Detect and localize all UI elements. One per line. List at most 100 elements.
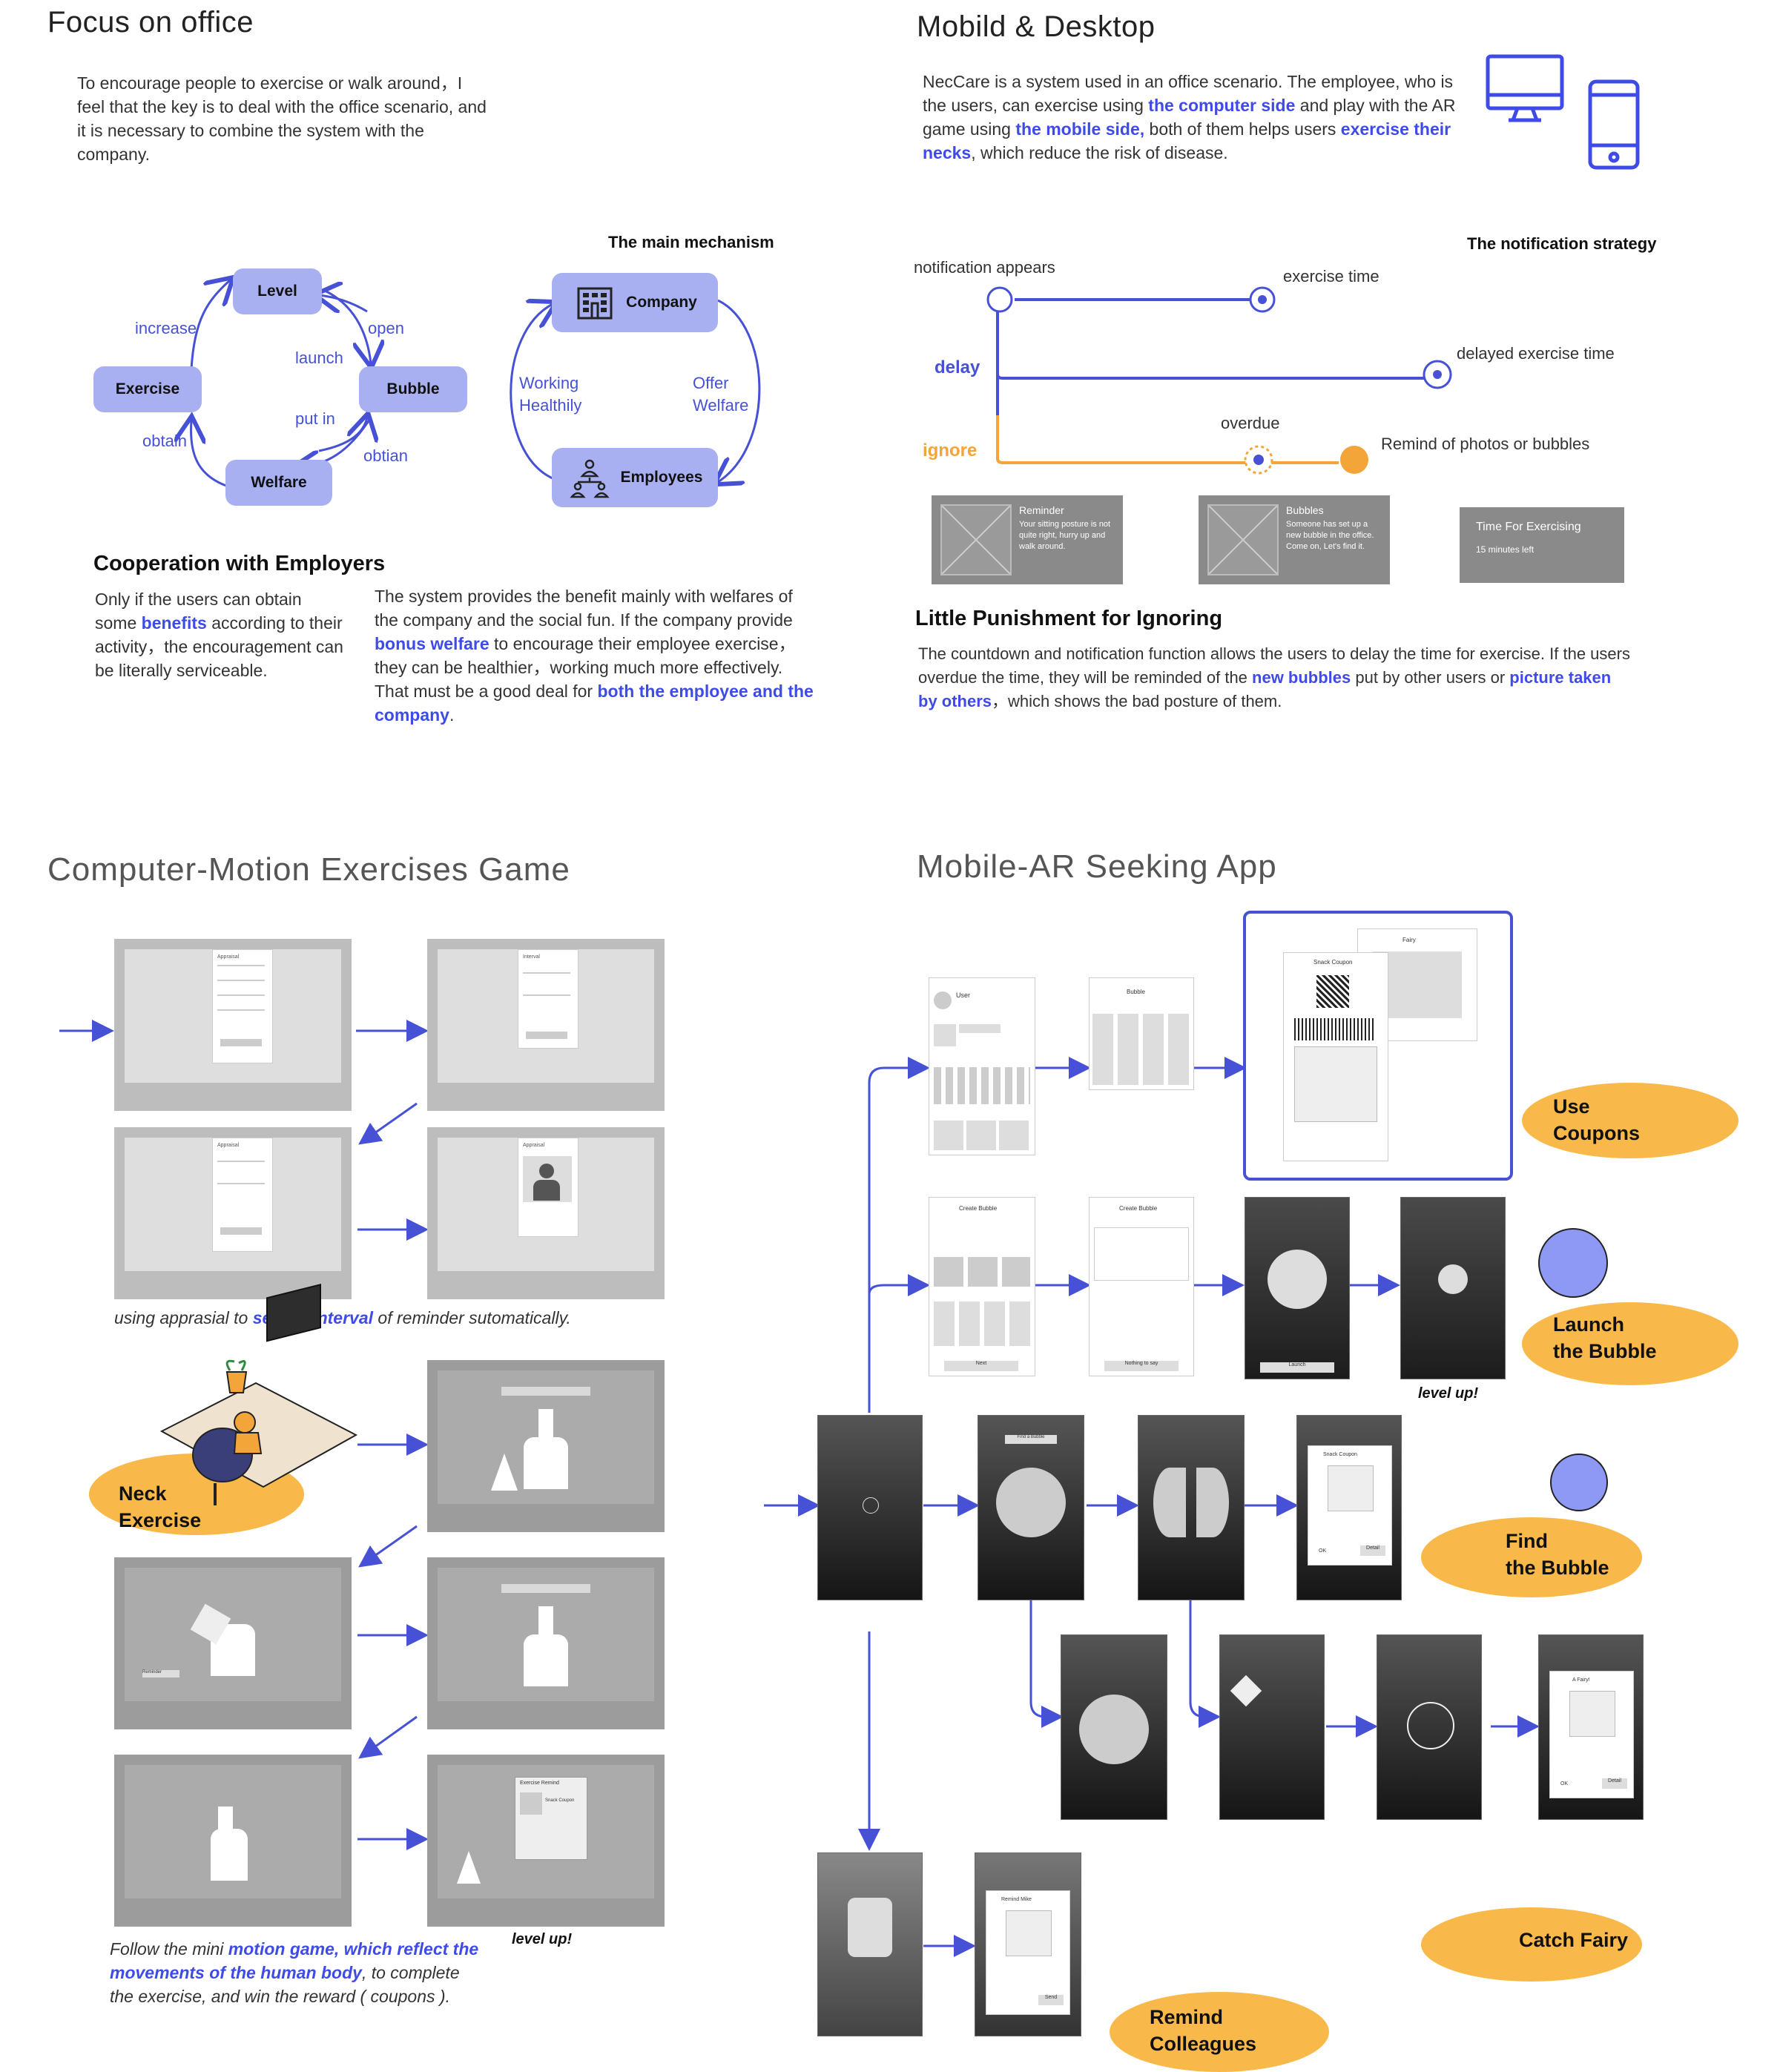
remind-mike-screen: Remind Mike Send (975, 1852, 1081, 2036)
people-icon (569, 459, 610, 498)
remind-colleagues-blob (1110, 1992, 1329, 2072)
reminder-card: Reminder Your sitting posture is not qui… (932, 495, 1123, 584)
coupon-reward-screen: Snack Coupon OK Detail (1296, 1415, 1402, 1600)
bubbles-card: Bubbles Someone has set up a new bubble … (1199, 495, 1390, 584)
reminder-card-title: Reminder (1019, 504, 1064, 516)
use-coupons-label: Use Coupons (1553, 1095, 1640, 1144)
fairy-appear-screen (1219, 1634, 1325, 1820)
notification-nodes (986, 286, 1452, 475)
remind-label: Remind of photos or bubbles (1381, 435, 1590, 453)
time-card-body: 15 minutes left (1476, 544, 1535, 555)
catch-fairy-screen (1377, 1634, 1482, 1820)
time-card: Time For Exercising 15 minutes left (1460, 507, 1624, 583)
company-node: Company (552, 273, 718, 332)
launch-bubble-blob (1522, 1302, 1738, 1385)
cooperation-right-text: The system provides the benefit mainly w… (375, 587, 814, 725)
bubble-icon (1538, 1228, 1608, 1298)
mechanism-heading: The main mechanism (608, 233, 774, 251)
desktop-screen-3: Appraisal (114, 1127, 352, 1299)
user-profile-screen: User (929, 977, 1035, 1155)
image-placeholder-icon (940, 504, 1012, 575)
overdue-label: overdue (1221, 414, 1280, 432)
use-coupons-blob (1522, 1083, 1738, 1158)
company-label: Company (626, 294, 697, 311)
photo-capture-screen (817, 1852, 923, 2036)
motion-screen-5: Exercise Remind Snack Coupon (427, 1755, 665, 1927)
time-card-title: Time For Exercising (1476, 521, 1581, 533)
office-title: Focus on office (47, 6, 254, 39)
mobile-desktop-text: NecCare is a system used in an office sc… (923, 72, 1456, 162)
motion-caption: Follow the mini motion game, which refle… (110, 1939, 479, 2006)
ar-app-title: Mobile-AR Seeking App (917, 848, 1277, 885)
coupon-screen-highlight: Fairy Snack Coupon (1243, 911, 1513, 1181)
ar-camera-screen (817, 1415, 923, 1600)
desktop-screen-2: Interval (427, 939, 665, 1111)
ar-level-up: level up! (1418, 1385, 1479, 1402)
punishment-text: The countdown and notification function … (918, 644, 1630, 710)
punishment-heading: Little Punishment for Ignoring (915, 607, 1223, 630)
put-in-label: put in (295, 409, 335, 428)
desktop-screen-1: Appraisal (114, 939, 352, 1111)
notification-lines (996, 298, 1424, 464)
obtian-label: obtian (363, 446, 408, 465)
computer-game-title: Computer-Motion Exercises Game (47, 851, 570, 888)
exercise-time-label: exercise time (1283, 267, 1380, 286)
obtain-label: obtain (142, 432, 187, 450)
increase-label: increase (135, 319, 197, 337)
bubbles-card-body: Someone has set up a new bubble in the o… (1286, 520, 1374, 551)
launch-label: launch (295, 349, 343, 367)
catch-fairy-blob (1421, 1907, 1642, 1982)
motion-screen-2: Reminder (114, 1557, 352, 1729)
level-bubble-screen (1061, 1634, 1167, 1820)
welfare-node: Welfare (225, 460, 332, 506)
bubble-list-screen: Bubble (1089, 977, 1194, 1090)
exercise-node: Exercise (93, 366, 202, 412)
bubble-burst-screen (1138, 1415, 1245, 1600)
ar-arrows (764, 1057, 1540, 1957)
working-healthily-label: Working Healthily (519, 374, 582, 415)
exercise-remind-dialog: Exercise Remind Snack Coupon (515, 1777, 587, 1860)
office-intro: To encourage people to exercise or walk … (77, 73, 487, 164)
create-bubble-screen-1: Create Bubble Next (929, 1197, 1035, 1376)
game-level-up: level up! (512, 1931, 573, 1947)
find-bubble-label: Find the Bubble (1506, 1530, 1609, 1579)
notification-appears-label: notification appears (914, 258, 1055, 277)
qr-code-icon (1316, 975, 1349, 1008)
find-bubble-blob (1421, 1517, 1642, 1597)
delay-label: delay (934, 357, 980, 377)
notification-heading: The notification strategy (1467, 234, 1657, 253)
bubbles-card-title: Bubbles (1286, 504, 1324, 516)
desktop-screen-4: Appraisal (427, 1127, 665, 1299)
bubble-icon (1550, 1454, 1608, 1511)
game-arrows (59, 1020, 429, 1850)
barcode-icon (1294, 1018, 1376, 1040)
create-bubble-screen-2: Create Bubble Nothing to say (1089, 1197, 1194, 1376)
mobile-desktop-title: Mobild & Desktop (917, 10, 1156, 43)
level-node: Level (233, 268, 322, 314)
catch-fairy-label: Catch Fairy (1519, 1929, 1629, 1951)
find-bubble-screen: Find a Bubble (978, 1415, 1084, 1600)
neck-exercise-label: Neck Exercise (119, 1482, 202, 1531)
bubble-node: Bubble (359, 366, 467, 412)
motion-screen-3 (427, 1557, 665, 1729)
launch-bubble-label: Launch the Bubble (1553, 1313, 1657, 1362)
offer-welfare-label: Offer Welfare (693, 374, 749, 415)
cooperation-heading: Cooperation with Employers (93, 552, 386, 575)
delayed-time-label: delayed exercise time (1457, 344, 1615, 363)
cooperation-left-text: Only if the users can obtain some benefi… (95, 590, 343, 680)
remind-colleagues-label: Remind Colleagues (1150, 2006, 1257, 2055)
motion-screen-4 (114, 1755, 352, 1927)
launch-ar-screen: Launch (1245, 1197, 1350, 1379)
employees-node: Employees (552, 448, 718, 507)
motion-screen-1 (427, 1360, 665, 1532)
ignore-label: ignore (923, 441, 978, 461)
building-icon (577, 287, 613, 320)
employees-label: Employees (620, 469, 703, 486)
fairy-caught-screen: A Fairy! OK Detail (1538, 1634, 1644, 1820)
image-placeholder-icon (1207, 504, 1279, 575)
reminder-card-body: Your sitting posture is not quite right,… (1019, 520, 1111, 551)
bubble-floating-screen (1400, 1197, 1506, 1379)
interval-caption: using apprasial to set the interval of r… (114, 1308, 571, 1327)
company-loop (510, 300, 761, 482)
